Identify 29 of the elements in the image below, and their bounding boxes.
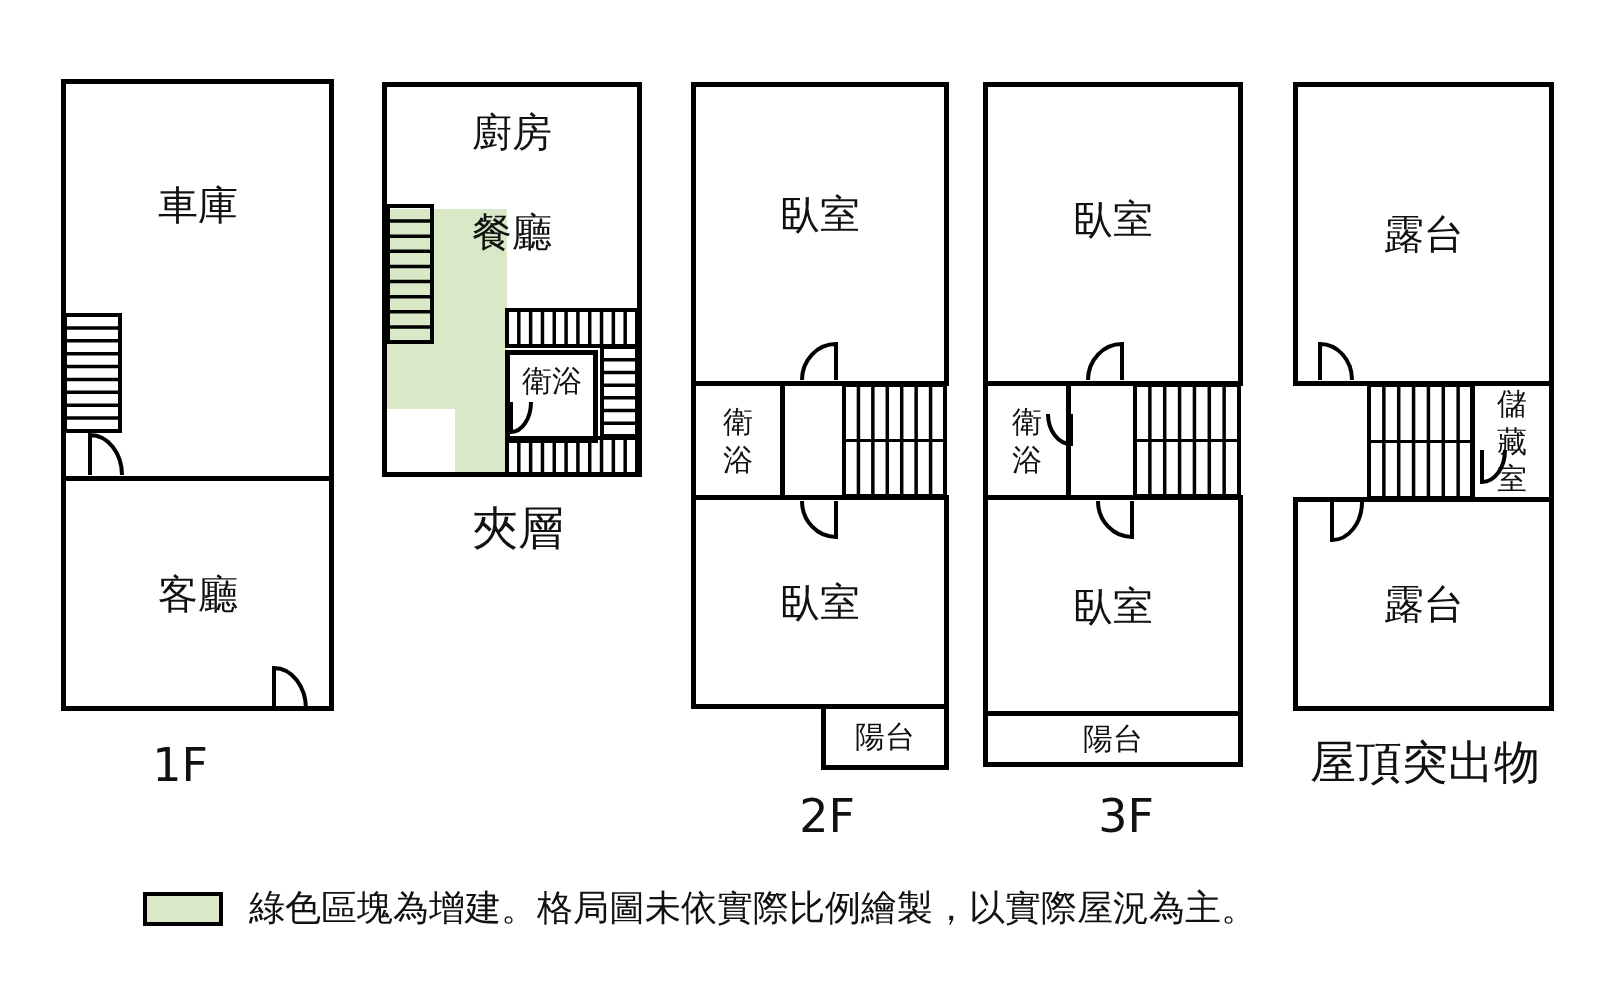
- floor-label: 1F: [152, 738, 208, 792]
- room-name: 客廳: [157, 570, 238, 617]
- room-name: 陽台: [1083, 721, 1143, 757]
- room-name: 臥室: [1073, 582, 1153, 629]
- room-name: 儲藏室: [1496, 385, 1528, 498]
- room-name: 陽台: [855, 719, 915, 755]
- room: [1293, 82, 1554, 386]
- room-name: 衛浴: [521, 364, 582, 399]
- room-name: 餐廳: [472, 209, 552, 255]
- room: [382, 82, 642, 477]
- room-name: 車庫: [157, 182, 238, 228]
- room: [691, 495, 949, 709]
- floor-label: 夾層: [472, 500, 564, 557]
- room-name: 臥室: [780, 191, 860, 237]
- room: [1293, 497, 1554, 711]
- floor-label: 屋頂突出物: [1310, 734, 1540, 791]
- room-name: 廚房: [472, 109, 552, 155]
- room: [983, 82, 1243, 386]
- room: [505, 350, 598, 443]
- room-name: 臥室: [780, 579, 860, 625]
- room-name: 衛浴: [1011, 403, 1043, 478]
- room-name: 露台: [1383, 581, 1464, 627]
- room: [691, 82, 949, 386]
- room-name: 露台: [1383, 211, 1464, 257]
- room-name: 臥室: [1073, 196, 1153, 242]
- floor-label: 2F: [799, 789, 855, 843]
- room-name: 衛浴: [722, 403, 754, 478]
- floor-label: 3F: [1098, 789, 1154, 843]
- legend-text: 綠色區塊為增建。格局圖未依實際比例繪製，以實際屋況為主。: [249, 886, 1257, 930]
